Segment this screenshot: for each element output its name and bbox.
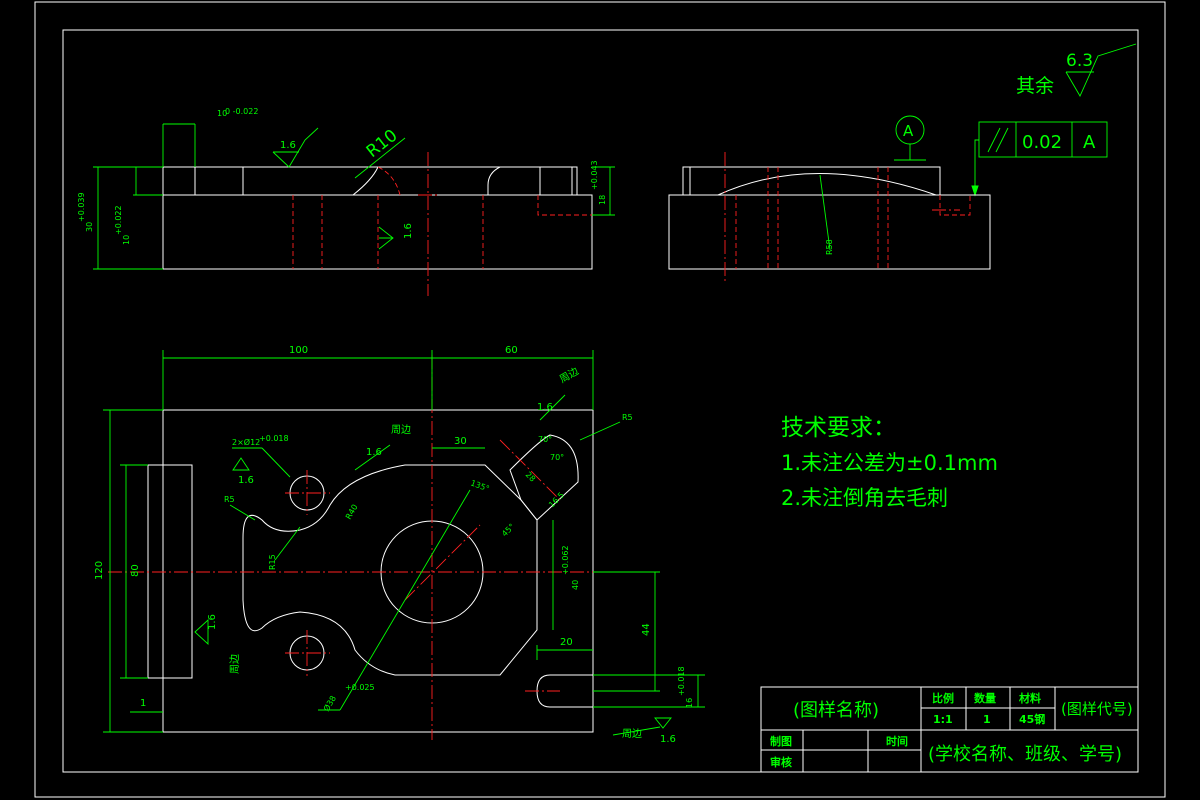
dim-16-tol: +0.018 [677,666,686,696]
zhoubian-1: 周边 [391,424,411,436]
dim-16-5: 16.5 [547,490,566,509]
gdt-tolerance: 0.02 [1022,132,1062,153]
dim-80: 80 [130,564,141,577]
r40: R40 [344,503,360,521]
dim-16: 16 [685,698,694,708]
ang-45: 45° [500,522,516,538]
dim-1: 1 [140,698,146,709]
dim-sphere: R58 [825,239,834,255]
ang-70b: 70° [550,453,564,462]
dim-60: 60 [505,345,518,356]
dim-holes-tol: +0.018 [259,434,289,443]
front-view: 10 0 -0.022 1.6 R10 1.6 30 +0.039 10 +0.… [77,107,615,296]
dim-height-tol: +0.039 [77,192,86,222]
general-roughness: 其余 6.3 [1016,43,1137,97]
outer-border [34,1,1166,798]
front-roughness-side: 1.6 [403,223,414,239]
r5-right: R5 [622,413,633,422]
gdt-datum: A [1083,132,1096,153]
dim-40-tol: +0.062 [561,545,570,575]
roughness-other-label: 其余 [1016,75,1054,97]
plan-view: 100 60 120 80 1 30 40 +0.062 44 20 16 +0… [94,345,705,745]
zhoubian-3: 周边 [229,654,241,674]
title-quantity-label: 数量 [974,691,996,705]
r5-left: R5 [224,495,235,504]
dim-top-width: 10 [217,109,227,118]
gdt-frame: 0.02 A [971,121,1108,197]
tech-req-item-2: 2.未注倒角去毛刺 [781,486,948,510]
title-drawing-name: (图样名称) [793,700,879,721]
front-roughness-top: 1.6 [280,140,296,151]
r15: R15 [268,554,277,570]
title-scale-value: 1:1 [933,713,953,726]
ang-70a: 70° [538,435,552,444]
title-block: (图样名称) (图样代号) (学校名称、班级、学号) 比例 数量 材料 1:1 … [760,686,1139,773]
plan-ra-1: 1.6 [238,475,254,486]
zhoubian-2: 周边 [558,365,581,385]
plan-ra-2: 1.6 [366,447,382,458]
title-drawing-code: (图样代号) [1061,700,1133,718]
dim-28: 28 [524,470,538,484]
tech-req-title: 技术要求： [781,415,896,441]
dim-height: 30 [85,222,94,232]
dim-20: 20 [560,637,573,648]
title-material-label: 材料 [1019,691,1041,705]
dim-top-width-tol: 0 -0.022 [225,107,258,116]
plan-ra-4: 1.6 [207,614,218,630]
dim-30: 30 [454,436,467,447]
dim-100: 100 [289,345,308,356]
dim-40: 40 [571,580,580,590]
datum-marker: A [894,115,926,161]
dim-step-tol: +0.022 [114,205,123,235]
title-quantity-value: 1 [983,713,991,726]
title-school: (学校名称、班级、学号) [928,744,1122,765]
title-material-value: 45钢 [1019,712,1045,726]
plan-ra-3: 1.6 [537,402,553,413]
zhoubian-4: 周边 [622,728,642,740]
tech-requirements: 技术要求： 1.未注公差为±0.1mm 2.未注倒角去毛刺 [781,415,998,510]
title-time-label: 时间 [886,734,908,748]
dim-step: 10 [122,235,131,245]
ang-135: 135° [469,478,490,493]
dim-holes: 2×Ø12 [232,437,260,447]
dim-44: 44 [641,623,652,636]
dim-bore-tol: +0.025 [345,683,375,692]
plan-ra-5: 1.6 [660,734,676,745]
dim-120: 120 [94,561,105,580]
title-scale-label: 比例 [932,691,954,705]
title-reviewed-label: 审核 [770,755,792,769]
inner-border [62,29,1139,773]
roughness-other-value: 6.3 [1066,51,1093,71]
dim-right-tol: +0.043 [590,160,599,190]
title-drawn-label: 制图 [770,734,792,748]
dim-right: 18 [598,195,607,205]
tech-req-item-1: 1.未注公差为±0.1mm [781,451,998,475]
datum-marker-label: A [903,122,914,140]
side-view: R58 [668,152,991,283]
